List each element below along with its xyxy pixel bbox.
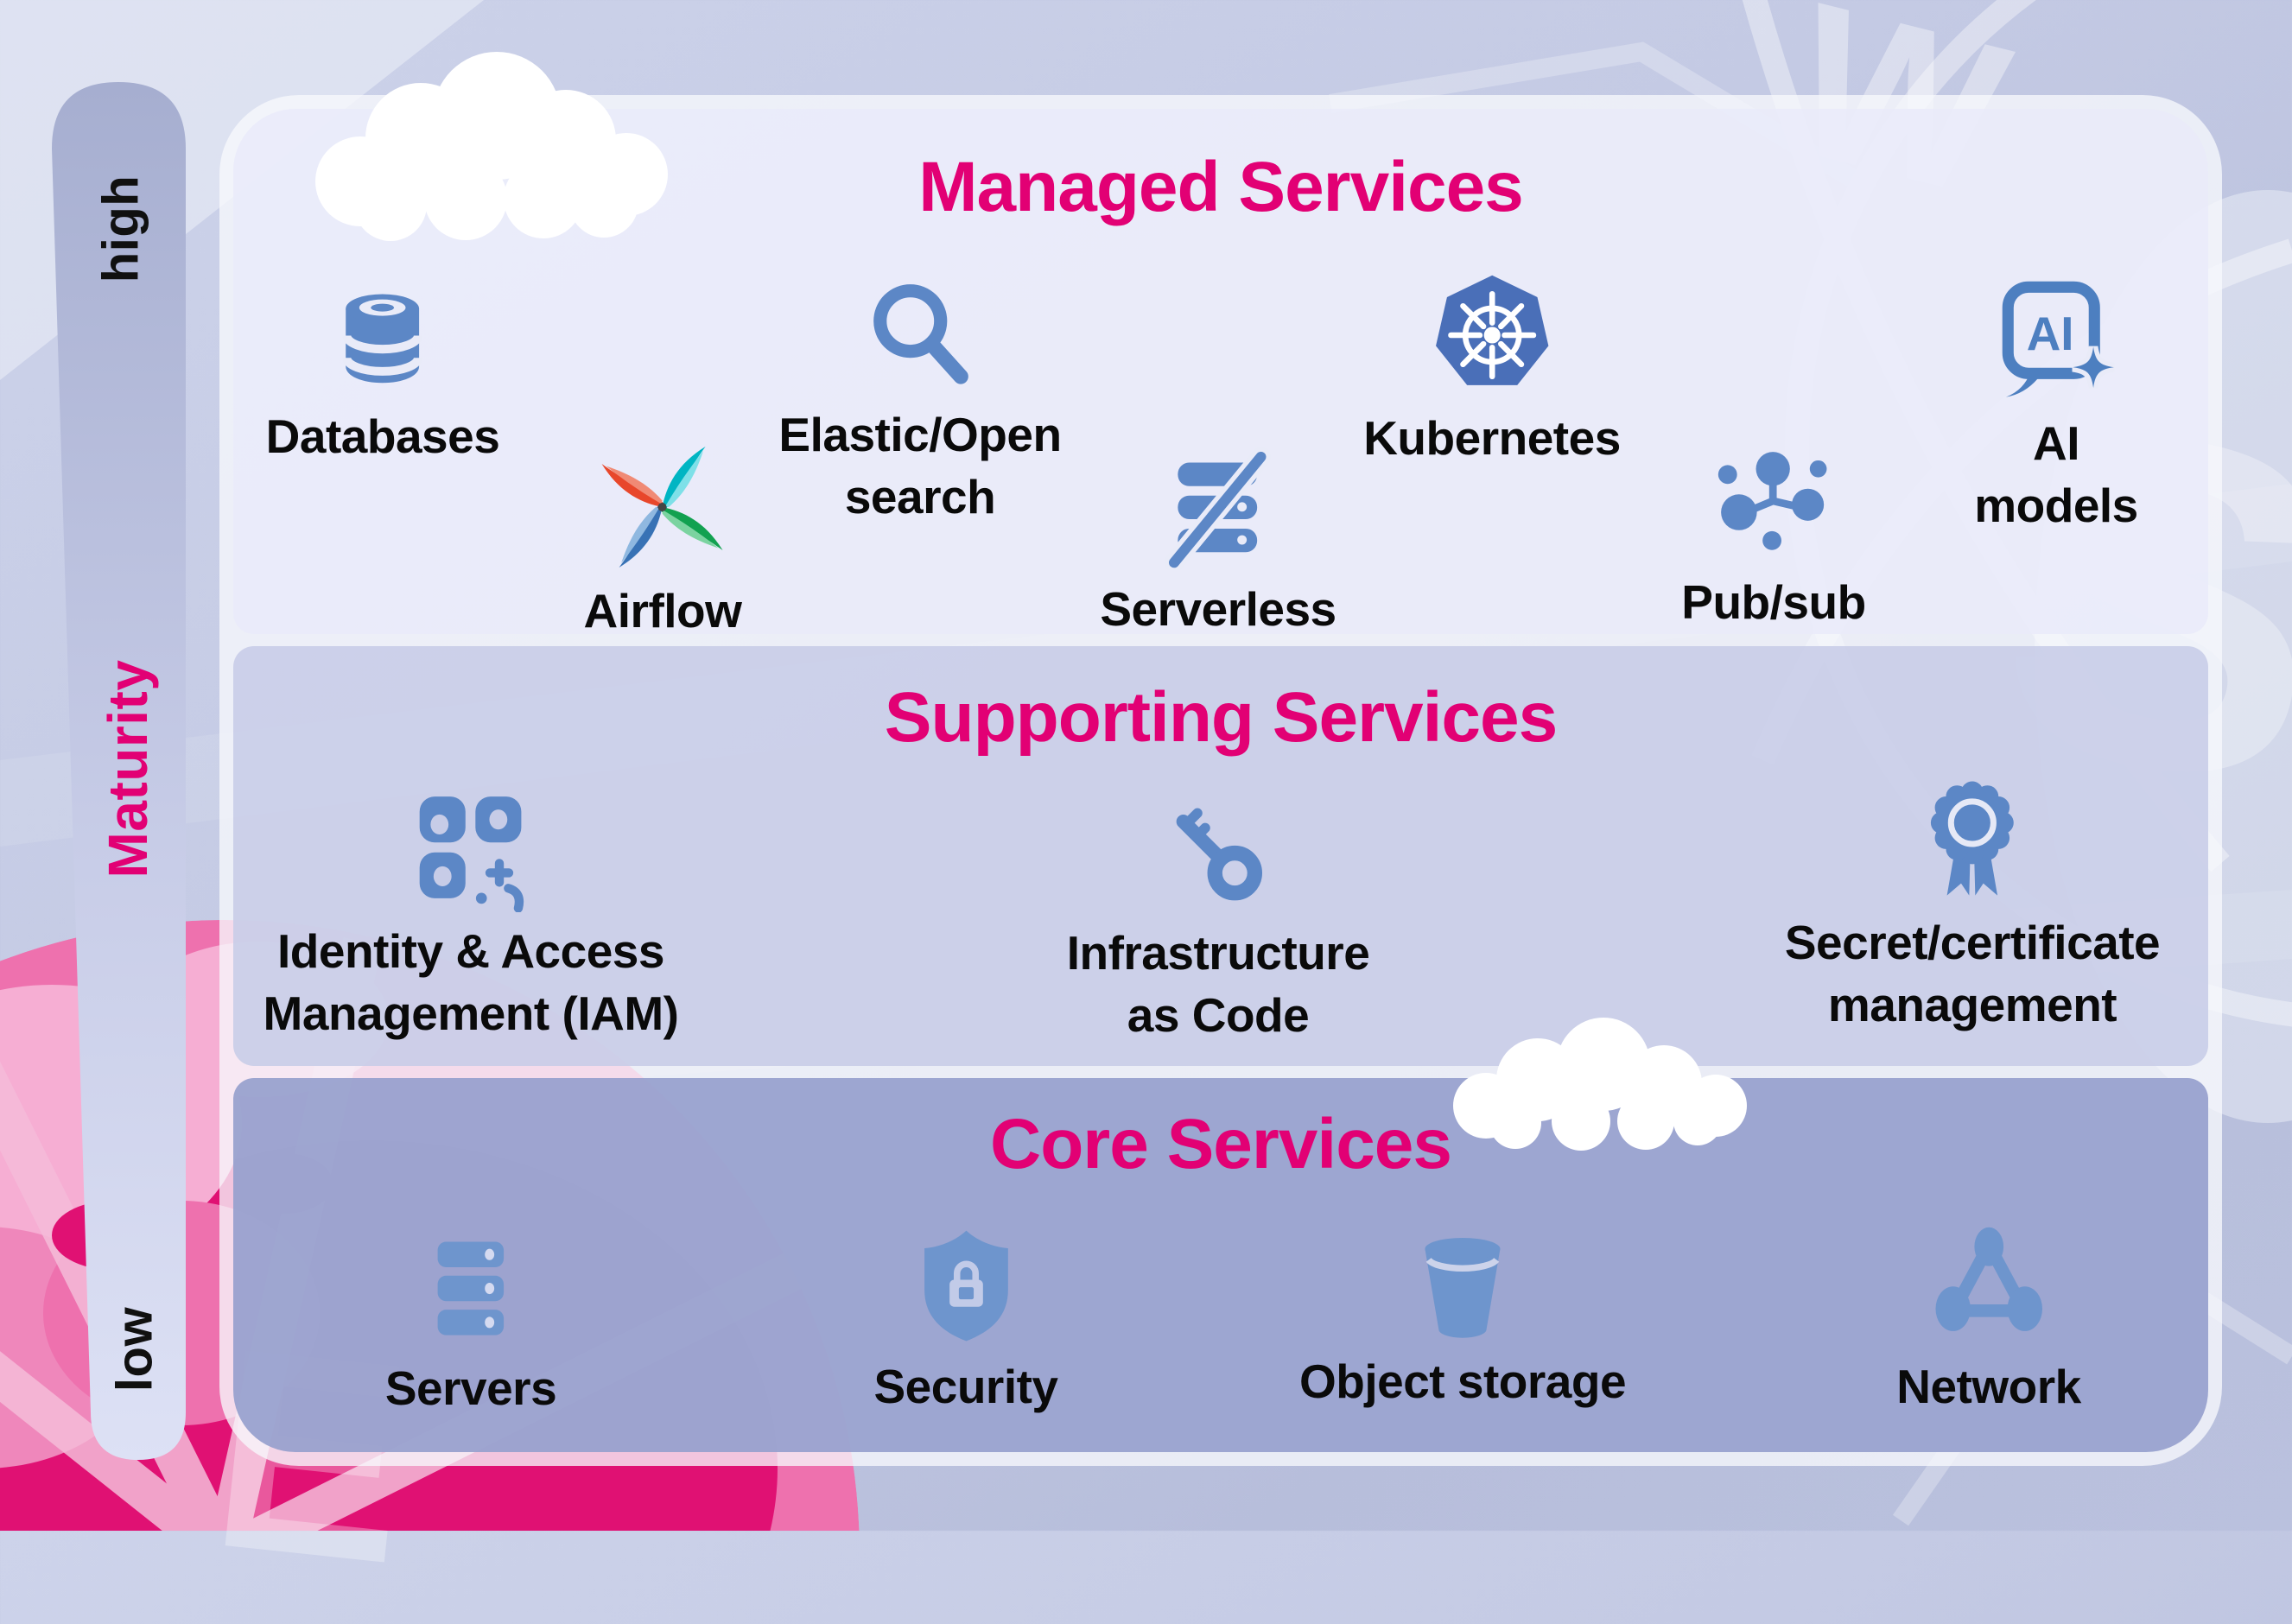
cloud-services-maturity-diagram: { "colors": { "accent_magenta": "#e20074… xyxy=(0,0,2292,1531)
service-item-serverless: Serverless xyxy=(1100,447,1336,641)
service-label: Serverless xyxy=(1100,582,1336,636)
maturity-axis-bar xyxy=(52,82,186,1460)
service-label: Kubernetes xyxy=(1363,411,1621,465)
iam-grid-icon xyxy=(420,796,524,912)
key-icon xyxy=(1176,808,1263,901)
tier-managed-services: Managed Services Databases Elastic/Open … xyxy=(233,109,2208,638)
service-label: Object storage xyxy=(1298,1354,1627,1408)
server-rack-icon xyxy=(437,1241,505,1335)
cloud-top-left xyxy=(315,52,668,241)
cloud-middle xyxy=(1453,1018,1747,1151)
maturity-low-label: low xyxy=(106,1306,163,1392)
tier-title-core: Core Services xyxy=(989,1105,1452,1183)
service-item-network: Network xyxy=(1896,1221,2081,1418)
tier-core-services: Core Services Servers Security xyxy=(233,1078,2208,1452)
service-item-servers: Servers xyxy=(384,1227,557,1420)
kubernetes-icon xyxy=(1435,275,1549,385)
certificate-medal-icon xyxy=(1931,781,2014,896)
airflow-pinwheel-icon xyxy=(601,447,723,568)
maturity-high-label: high xyxy=(92,174,149,283)
network-nodes-icon xyxy=(1935,1227,2042,1331)
security-shield-icon xyxy=(924,1230,1008,1342)
search-icon xyxy=(873,284,968,384)
service-label: Network xyxy=(1896,1360,2081,1413)
service-label: Secret/certificate management xyxy=(1784,916,2161,1031)
service-item-object-storage: Object storage xyxy=(1298,1223,1627,1413)
tier-supporting-services: Supporting Services Identity & Access Ma… xyxy=(233,646,2208,1066)
service-item-pub-sub: Pub/sub xyxy=(1681,441,1866,634)
service-item-infrastructure-as-code: Infrastructure as Code xyxy=(1067,784,1370,1046)
service-label: AI models xyxy=(1974,416,2138,532)
service-item-elastic-open-search: Elastic/Open search xyxy=(778,275,1062,528)
service-item-security: Security xyxy=(873,1223,1058,1418)
service-label: Security xyxy=(873,1360,1058,1413)
tier-title-supporting: Supporting Services xyxy=(884,678,1558,757)
service-item-kubernetes: Kubernetes xyxy=(1363,271,1621,470)
service-label: Elastic/Open search xyxy=(778,408,1062,523)
tier-title-managed: Managed Services xyxy=(918,148,1524,226)
service-label: Databases xyxy=(265,409,500,463)
services-panel: Managed Services Databases Elastic/Open … xyxy=(219,95,2222,1466)
pubsub-icon xyxy=(1717,452,1827,550)
ai-models-icon: AI xyxy=(2002,281,2115,397)
service-label: Servers xyxy=(384,1361,557,1415)
service-label: Airflow xyxy=(583,584,742,638)
bucket-icon xyxy=(1425,1237,1501,1338)
service-label: Identity & Access Management (IAM) xyxy=(263,924,679,1040)
svg-text:AI: AI xyxy=(2026,307,2073,360)
service-item-iam: Identity & Access Management (IAM) xyxy=(263,783,679,1044)
database-icon xyxy=(342,294,423,384)
service-item-ai-models: AI AI models xyxy=(1974,275,2138,536)
maturity-axis-label: Maturity xyxy=(97,659,159,879)
service-item-airflow: Airflow xyxy=(584,442,742,643)
service-label: Infrastructure as Code xyxy=(1066,926,1370,1042)
service-label: Pub/sub xyxy=(1681,575,1866,629)
service-item-databases: Databases xyxy=(266,282,500,468)
serverless-icon xyxy=(1164,447,1271,570)
service-item-secret-certificate-management: Secret/certificate management xyxy=(1784,772,2161,1036)
